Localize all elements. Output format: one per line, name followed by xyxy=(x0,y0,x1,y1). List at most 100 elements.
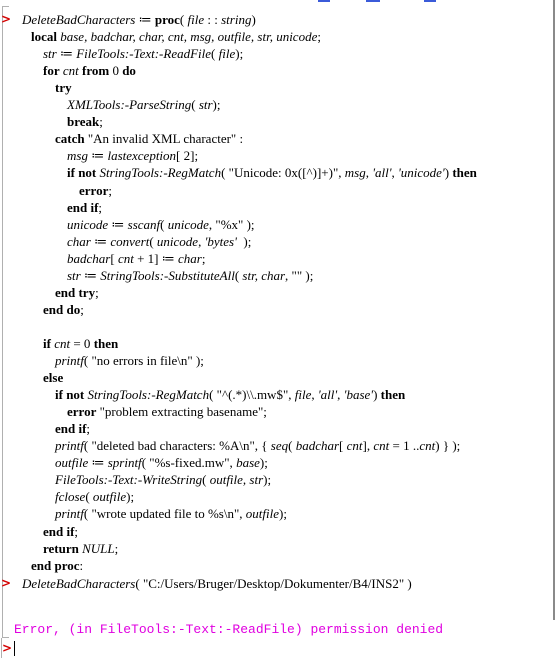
code-token: NULL xyxy=(82,540,115,556)
code-token: badchar xyxy=(67,250,111,266)
code-line[interactable]: if cnt = 0 then xyxy=(43,335,118,352)
code-token: ( "deleted bad characters: %A\n", { xyxy=(83,438,271,454)
code-token: , xyxy=(365,165,373,181)
code-line[interactable]: end if; xyxy=(55,420,90,437)
code-token: 'bytes' xyxy=(204,233,237,249)
code-token: try xyxy=(55,80,72,96)
code-token: 'base' xyxy=(343,387,374,403)
code-token: end if xyxy=(43,523,75,539)
code-token: cnt xyxy=(117,250,134,266)
code-line[interactable]: outfile ≔ sprintf( "%s-fixed.mw", base); xyxy=(55,454,268,471)
code-line[interactable]: end if; xyxy=(43,523,78,540)
code-token: then xyxy=(452,165,477,181)
code-token: ( "C:/Users/Bruger/Desktop/Dokumenter/B4… xyxy=(135,575,412,591)
code-line[interactable]: printf( "wrote updated file to %s\n", ou… xyxy=(55,505,287,522)
input-prompt[interactable]: > xyxy=(0,575,12,590)
code-line[interactable]: end proc: xyxy=(31,557,83,574)
code-token: then xyxy=(380,387,406,403)
code-token: , "" ); xyxy=(285,267,314,283)
code-token: if not xyxy=(55,387,85,403)
code-line[interactable]: fclose( outfile); xyxy=(55,488,134,505)
code-token: = 0 xyxy=(70,335,94,351)
code-token: = 1 .. xyxy=(389,438,420,454)
code-token: ( "Unicode: 0x([^)]+)", xyxy=(221,165,345,181)
code-token: outfile xyxy=(92,489,127,505)
code-line[interactable]: if not StringTools:-RegMatch( "Unicode: … xyxy=(67,164,477,181)
code-line[interactable]: printf( "deleted bad characters: %A\n", … xyxy=(55,437,460,454)
error-output: Error, (in FileTools:-Text:-ReadFile) pe… xyxy=(14,622,444,637)
code-token: ); xyxy=(236,233,252,249)
code-line[interactable]: return NULL; xyxy=(43,540,118,557)
code-token: ( xyxy=(191,97,199,113)
code-line[interactable]: unicode ≔ sscanf( unicode, "%x" ); xyxy=(67,216,255,233)
code-line[interactable]: else xyxy=(43,369,63,386)
code-token: error xyxy=(67,404,97,420)
toolbar-remnant xyxy=(366,0,380,2)
code-token: ≔ xyxy=(80,267,101,283)
code-token: cnt xyxy=(62,63,79,79)
code-line[interactable]: msg ≔ lastexception[ 2]; xyxy=(67,147,198,164)
code-token: unicode xyxy=(167,216,209,232)
code-line[interactable]: try xyxy=(55,79,72,96)
code-line[interactable]: FileTools:-Text:-WriteString( outfile, s… xyxy=(55,471,271,488)
code-line[interactable]: XMLTools:-ParseString( str); xyxy=(67,96,221,113)
code-line[interactable]: for cnt from 0 do xyxy=(43,62,136,79)
code-token: ( xyxy=(160,216,168,232)
code-token: cnt xyxy=(346,438,363,454)
code-line[interactable]: printf( "no errors in file\n" ); xyxy=(55,352,204,369)
call-line[interactable]: DeleteBadCharacters( "C:/Users/Bruger/De… xyxy=(22,575,412,592)
code-token: char xyxy=(67,233,91,249)
window-top-strip xyxy=(0,0,555,6)
code-line[interactable]: end if; xyxy=(67,199,102,216)
code-token: ( "%s-fixed.mw", xyxy=(141,455,237,471)
code-token: end proc xyxy=(31,557,80,573)
input-prompt[interactable]: > xyxy=(0,12,12,26)
code-token: lastexception xyxy=(107,148,177,164)
code-line[interactable]: catch "An invalid XML character" : xyxy=(55,130,243,147)
code-token: ; xyxy=(114,540,119,556)
code-token: ; xyxy=(95,284,99,300)
code-token: cnt xyxy=(54,335,71,351)
code-token: ) xyxy=(444,165,453,181)
code-token: + 1] ≔ xyxy=(133,250,178,266)
code-token: "problem extracting basename"; xyxy=(96,404,267,420)
code-line[interactable]: end do; xyxy=(43,301,84,318)
code-line[interactable]: end try; xyxy=(55,284,99,301)
code-line[interactable]: break; xyxy=(67,113,103,130)
input-prompt-empty[interactable]: > xyxy=(1,641,13,655)
code-line[interactable]: str ≔ StringTools:-SubstituteAll( str, c… xyxy=(67,267,313,284)
code-token: FileTools:-Text:-WriteString xyxy=(55,472,203,488)
code-token: msg xyxy=(67,148,88,164)
execution-group[interactable] xyxy=(2,6,552,638)
code-token: ≔ xyxy=(88,455,108,471)
toolbar-remnant xyxy=(424,0,436,2)
code-token: seq xyxy=(270,438,289,454)
code-line[interactable]: if not StringTools:-RegMatch( "^(.*)\\.m… xyxy=(55,386,405,403)
code-token: XMLTools:-ParseString xyxy=(67,97,192,113)
code-token: , xyxy=(337,387,344,403)
code-token: : : xyxy=(204,12,222,27)
code-token: StringTools:-SubstituteAll xyxy=(100,267,235,283)
code-line[interactable]: error "problem extracting basename"; xyxy=(67,403,267,420)
code-line[interactable]: local base, badchar, char, cnt, msg, out… xyxy=(31,28,321,45)
code-token: ; xyxy=(86,421,91,437)
code-line[interactable]: char ≔ convert( unicode, 'bytes' ); xyxy=(67,233,251,250)
code-token: ( xyxy=(202,472,210,488)
code-line[interactable]: error; xyxy=(79,182,112,199)
scrollbar-edge xyxy=(553,0,555,620)
code-line[interactable]: str ≔ FileTools:-Text:-ReadFile( file); xyxy=(43,45,243,62)
code-token: proc xyxy=(154,12,180,27)
code-token: do xyxy=(122,63,136,79)
code-token: ≔ xyxy=(135,12,155,27)
code-token: end if xyxy=(55,421,87,437)
code-token: file xyxy=(294,387,312,403)
code-line[interactable]: DeleteBadCharacters ≔ proc( file : : str… xyxy=(22,11,256,28)
code-token: badchar xyxy=(295,438,340,454)
code-token: ( xyxy=(179,12,188,27)
code-token: ( xyxy=(288,438,296,454)
code-token: ); xyxy=(126,489,135,505)
code-token: , xyxy=(198,233,205,249)
code-line[interactable]: badchar[ cnt + 1] ≔ char; xyxy=(67,250,205,267)
code-token: ); xyxy=(259,455,268,471)
code-token: for xyxy=(43,63,60,79)
